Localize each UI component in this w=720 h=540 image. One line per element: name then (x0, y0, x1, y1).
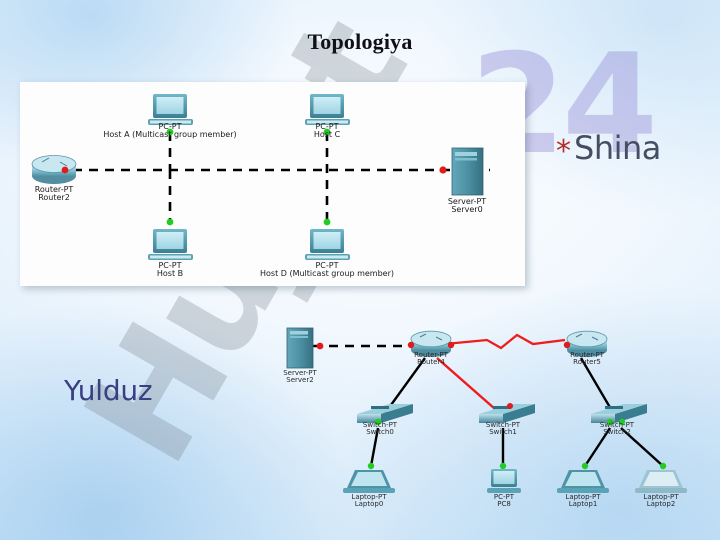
device-laptop1 (557, 462, 609, 493)
device-label-hostD: PC-PT Host D (Multicast group member) (217, 261, 437, 279)
device-router2 (31, 155, 77, 184)
device-switch2 (591, 404, 647, 426)
device-label-laptop0: Laptop-PT Laptop0 (309, 493, 429, 509)
caption-shina: * Shina (556, 129, 661, 167)
device-label-switch1: Switch-PT Switch1 (443, 421, 563, 437)
device-hostA (148, 94, 193, 136)
device-pc8 (487, 462, 521, 493)
device-label-router5: Router-PT Router5 (527, 351, 647, 367)
device-label-hostA-name: Host A (Multicast group member) (103, 130, 237, 140)
yulduz-topology-canvas (286, 327, 687, 493)
device-label-router2-name: Router2 (38, 193, 70, 203)
device-label-router5-name: Router5 (573, 358, 601, 367)
shina-topology-panel: Router-PT Router2 PC-PT Host A (Multicas… (20, 82, 525, 286)
device-label-switch0: Switch-PT Switch0 (320, 421, 440, 437)
device-label-pc8-type: PC-PT (493, 493, 515, 501)
device-label-laptop1: Laptop-PT Laptop1 (523, 493, 643, 509)
device-label-router5-type: Router-PT (570, 351, 604, 359)
device-label-switch1-type: Switch-PT (485, 421, 521, 429)
device-hostC (305, 94, 350, 136)
device-label-laptop1-type: Laptop-PT (565, 493, 601, 501)
device-label-hostB-type: PC-PT (158, 261, 182, 270)
device-router5 (563, 330, 608, 357)
asterisk-bullet-icon: * (556, 134, 571, 169)
device-label-server2-type: Server-PT (283, 369, 317, 377)
device-router4 (407, 330, 455, 357)
device-label-router2: Router-PT Router2 (0, 185, 114, 203)
device-label-switch1-name: Switch1 (489, 428, 517, 437)
device-label-hostC: PC-PT Host C (267, 122, 387, 140)
device-label-server2-name: Server2 (286, 376, 314, 385)
device-switch0 (357, 404, 413, 426)
device-label-pc8: PC-PT PC8 (444, 493, 564, 509)
caption-shina-label: Shina (574, 129, 661, 167)
shina-topology-canvas (31, 94, 490, 260)
device-laptop2 (635, 462, 687, 493)
device-label-hostA-type: PC-PT (158, 122, 182, 131)
device-switch1 (479, 403, 535, 423)
device-label-laptop2-type: Laptop-PT (643, 493, 679, 501)
device-server2 (286, 327, 324, 369)
device-label-hostB: PC-PT Host B (110, 261, 230, 279)
device-label-router4-type: Router-PT (414, 351, 448, 359)
device-label-switch0-type: Switch-PT (362, 421, 398, 429)
device-label-laptop2: Laptop-PT Laptop2 (601, 493, 720, 509)
device-label-pc8-name: PC8 (497, 500, 511, 509)
device-label-laptop2-name: Laptop2 (646, 500, 676, 509)
device-label-server0: Server-PT Server0 (407, 197, 527, 215)
device-label-server0-name: Server0 (451, 205, 483, 215)
device-label-switch2: Switch-PT Switch2 (557, 421, 677, 437)
device-label-laptop0-type: Laptop-PT (351, 493, 387, 501)
device-label-hostD-type: PC-PT (315, 261, 339, 270)
device-server0 (439, 147, 484, 196)
device-label-router2-type: Router-PT (34, 185, 74, 194)
device-label-server0-type: Server-PT (447, 197, 487, 206)
device-label-server2: Server-PT Server2 (240, 369, 360, 385)
device-label-hostB-name: Host B (156, 269, 184, 279)
device-label-router4-name: Router4 (417, 358, 445, 367)
yulduz-topology-panel: Server-PT Server2 Router-PT Router4 Rout… (265, 318, 720, 523)
device-label-router4: Router-PT Router4 (371, 351, 491, 367)
caption-yulduz-label: Yulduz (64, 374, 153, 407)
page-title: Topologiya (307, 29, 413, 54)
device-label-switch0-name: Switch0 (366, 428, 394, 437)
device-label-hostC-type: PC-PT (315, 122, 339, 131)
device-hostD (305, 218, 350, 260)
device-label-hostD-name: Host D (Multicast group member) (260, 269, 394, 279)
device-label-laptop0-name: Laptop0 (354, 500, 384, 509)
device-label-hostC-name: Host C (313, 130, 341, 140)
device-label-switch2-type: Switch-PT (599, 421, 635, 429)
device-laptop0 (343, 462, 395, 493)
device-label-switch2-name: Switch2 (603, 428, 631, 437)
device-label-hostA: PC-PT Host A (Multicast group member) (60, 122, 280, 140)
device-hostB (148, 218, 193, 260)
device-label-laptop1-name: Laptop1 (568, 500, 598, 509)
